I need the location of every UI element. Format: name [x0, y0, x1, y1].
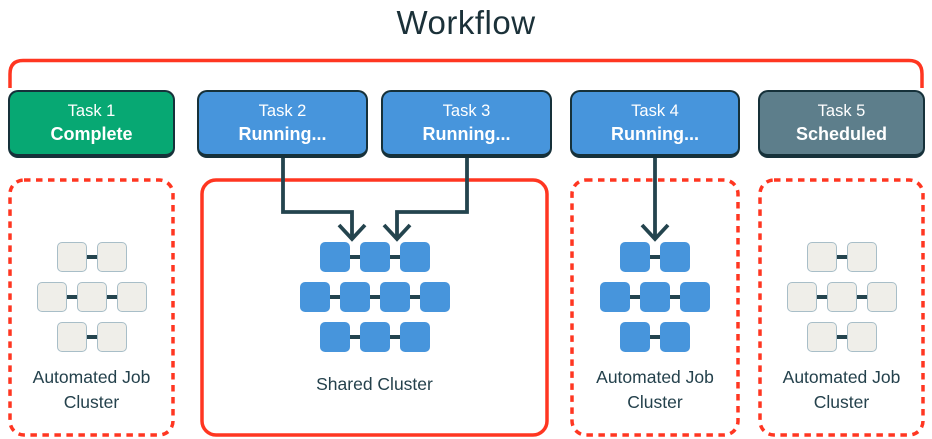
cluster-shared: Shared Cluster	[200, 178, 549, 437]
node-connector	[650, 335, 660, 339]
cluster-node	[36, 282, 67, 312]
task-3-box[interactable]: Task 3 Running...	[381, 90, 552, 158]
cluster-node-grid	[570, 242, 740, 352]
task-2-box[interactable]: Task 2 Running...	[197, 90, 368, 158]
cluster-label: Shared Cluster	[316, 374, 433, 394]
task-4-box[interactable]: Task 4 Running...	[570, 90, 740, 158]
node-connector	[349, 255, 360, 259]
node-connector	[670, 295, 680, 299]
cluster-node	[339, 282, 370, 312]
cluster-node	[379, 282, 410, 312]
cluster-node	[399, 242, 430, 272]
task-status: Running...	[422, 123, 511, 144]
cluster-node	[806, 322, 837, 352]
node-row	[620, 242, 690, 272]
cluster-node	[359, 322, 390, 352]
cluster-automated-job-1: Automated Job Cluster	[8, 178, 175, 437]
cluster-node	[319, 242, 350, 272]
cluster-node	[786, 282, 817, 312]
cluster-node	[846, 242, 877, 272]
cluster-node	[846, 322, 877, 352]
cluster-node	[96, 242, 127, 272]
cluster-node	[319, 322, 350, 352]
node-row	[319, 322, 430, 352]
cluster-node	[806, 242, 837, 272]
node-connector	[836, 335, 847, 339]
cluster-automated-job-3: Automated Job Cluster	[758, 178, 925, 437]
cluster-node	[419, 282, 450, 312]
node-connector	[630, 295, 640, 299]
node-row	[786, 282, 897, 312]
cluster-label: Automated Job Cluster	[596, 367, 714, 412]
cluster-node	[96, 322, 127, 352]
node-connector	[369, 295, 380, 299]
cluster-node-grid	[8, 242, 175, 352]
cluster-label: Automated Job Cluster	[782, 367, 901, 412]
cluster-node	[600, 282, 630, 312]
cluster-node	[620, 322, 650, 352]
node-row	[806, 322, 877, 352]
node-row	[56, 322, 127, 352]
node-connector	[389, 255, 400, 259]
node-connector	[86, 335, 97, 339]
task-name: Task 1	[67, 101, 116, 120]
cluster-node	[640, 282, 670, 312]
node-connector	[816, 295, 827, 299]
task-5-box[interactable]: Task 5 Scheduled	[758, 90, 925, 158]
cluster-node	[116, 282, 147, 312]
node-row	[600, 282, 710, 312]
node-row	[319, 242, 430, 272]
task-status: Running...	[238, 123, 327, 144]
cluster-node	[299, 282, 330, 312]
diagram-title: Workflow	[396, 4, 536, 41]
task-name: Task 2	[258, 101, 307, 120]
node-connector	[650, 255, 660, 259]
cluster-node	[56, 322, 87, 352]
cluster-node	[660, 322, 690, 352]
node-connector	[329, 295, 340, 299]
cluster-automated-job-2: Automated Job Cluster	[570, 178, 740, 437]
node-connector	[389, 335, 400, 339]
cluster-node-grid	[758, 242, 925, 352]
cluster-node	[826, 282, 857, 312]
cluster-node	[359, 242, 390, 272]
cluster-node-grid	[200, 242, 549, 352]
node-row	[36, 282, 147, 312]
workflow-bracket	[8, 58, 924, 88]
cluster-node	[76, 282, 107, 312]
task-status: Complete	[50, 123, 133, 144]
node-connector	[856, 295, 867, 299]
task-status: Scheduled	[795, 123, 888, 144]
cluster-node	[680, 282, 710, 312]
task-status: Running...	[611, 123, 699, 144]
cluster-node	[866, 282, 897, 312]
node-connector	[409, 295, 420, 299]
node-row	[56, 242, 127, 272]
node-connector	[349, 335, 360, 339]
task-1-box[interactable]: Task 1 Complete	[8, 90, 175, 158]
task-name: Task 5	[817, 101, 866, 120]
cluster-node	[660, 242, 690, 272]
cluster-node	[620, 242, 650, 272]
cluster-label: Automated Job Cluster	[32, 367, 151, 412]
node-row	[620, 322, 690, 352]
task-name: Task 4	[631, 101, 679, 120]
node-connector	[86, 255, 97, 259]
cluster-node	[56, 242, 87, 272]
node-connector	[836, 255, 847, 259]
task-name: Task 3	[442, 101, 491, 120]
node-connector	[66, 295, 77, 299]
cluster-node	[399, 322, 430, 352]
node-row	[299, 282, 450, 312]
node-connector	[106, 295, 117, 299]
node-row	[806, 242, 877, 272]
